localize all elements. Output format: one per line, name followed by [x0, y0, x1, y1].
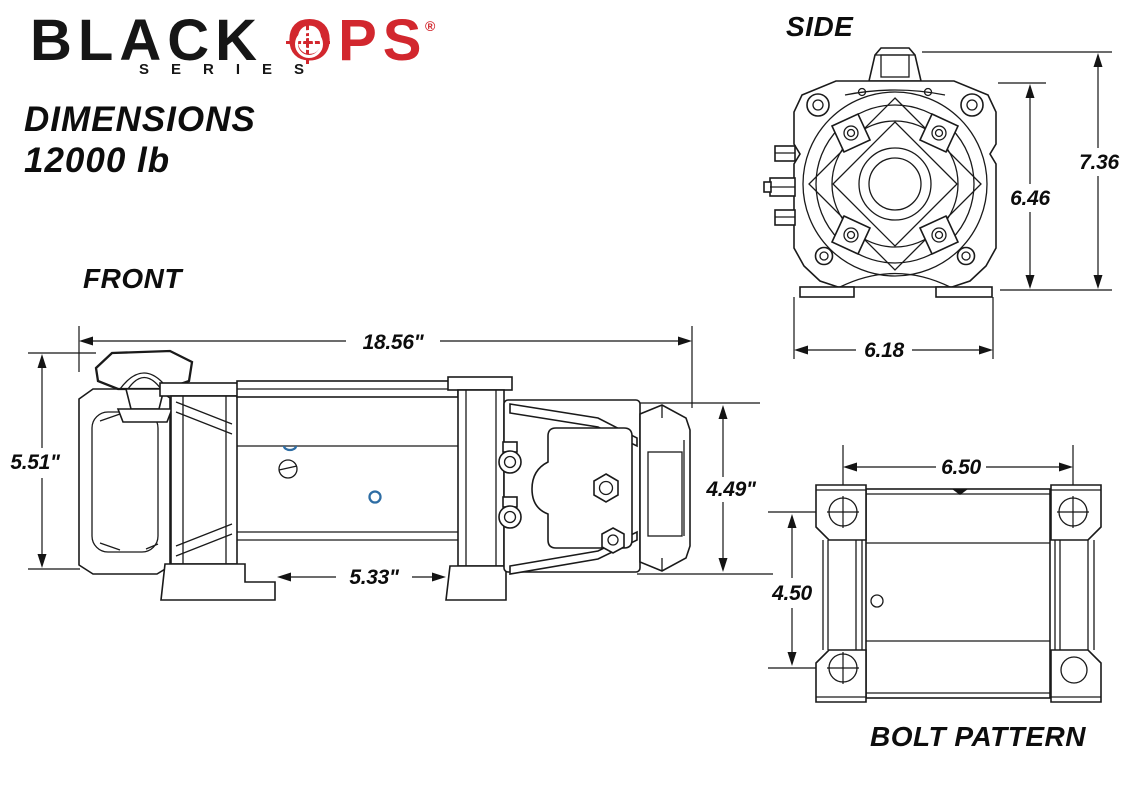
front-overall-height-text: 5.51" [10, 451, 61, 474]
page-title-line2: 12000 lb [24, 141, 171, 180]
hex-bolt [593, 473, 619, 503]
top-nut [867, 47, 923, 82]
drum [236, 380, 459, 541]
front-overall-height-dimension: 5.51" [10, 354, 61, 568]
reticle-icon [295, 30, 323, 58]
side-base-width-text: 6.18 [864, 339, 904, 362]
page-title: DIMENSIONS 12000 lb [24, 99, 256, 181]
plate-pilot-hole [870, 594, 884, 608]
drum-support-left [159, 382, 276, 601]
rope-anchor-mark [282, 445, 298, 452]
motor [498, 399, 641, 575]
bolt-pattern-label: BOLT PATTERN [870, 721, 1086, 752]
side-view-label: SIDE [786, 11, 854, 42]
page-title-line1: DIMENSIONS [24, 100, 256, 139]
x-brace [808, 97, 982, 271]
front-drum-width-dimension: 5.33" [277, 566, 446, 589]
side-overall-height-dimension: 7.36 [1079, 53, 1120, 289]
bolt-width-text: 6.50 [941, 456, 981, 479]
right-rail [1050, 484, 1102, 703]
corner-bolts [806, 93, 984, 266]
left-rail [815, 484, 867, 703]
front-overall-width-dimension: 18.56" [79, 331, 692, 354]
clutch-knob [94, 349, 194, 423]
front-motor-height-text: 4.49" [705, 478, 757, 501]
base-feet [799, 272, 993, 298]
motor-end-cap [639, 404, 691, 572]
bolt-width-dimension: 6.50 [843, 456, 1073, 479]
brand-black-text: BLACK [30, 8, 263, 73]
front-winch-art [78, 349, 691, 601]
front-view-label: FRONT [83, 263, 182, 294]
registered-mark: ® [425, 18, 436, 34]
side-body-height-text: 6.46 [1010, 187, 1050, 210]
front-view-drawing: 18.56" 5.51" 5.33" 4.49" [10, 326, 773, 601]
bolt-height-dimension: 4.50 [771, 514, 813, 666]
drum-support-right [445, 376, 513, 601]
side-housing-art [763, 47, 997, 298]
side-base-width-dimension: 6.18 [794, 339, 993, 362]
side-body-height-dimension: 6.46 [1010, 84, 1051, 289]
front-extension-lines [28, 326, 773, 575]
brand-series-text: SERIES [139, 61, 327, 78]
drum-face-circles [802, 91, 988, 277]
motor-plate [531, 427, 633, 549]
reticle-icon [301, 36, 315, 50]
drum-hole-mark [368, 490, 382, 504]
bolt-pattern-drawing: 6.50 4.50 [768, 445, 1102, 703]
side-extension-lines [793, 51, 1112, 359]
side-view-drawing: 7.36 6.46 6.18 [763, 47, 1120, 362]
left-fittings [763, 145, 796, 226]
front-motor-height-dimension: 4.49" [705, 405, 757, 572]
side-overall-height-text: 7.36 [1079, 151, 1119, 174]
mounting-plate-art [815, 484, 1102, 703]
front-overall-width-text: 18.56" [363, 331, 425, 354]
bolt-hole-bottom-right [1060, 656, 1088, 684]
hex-bolt [601, 527, 625, 554]
bolt-height-text: 4.50 [771, 582, 812, 605]
bolt-holes [827, 496, 1089, 684]
drum-set-screw [278, 459, 298, 479]
plate-body [865, 488, 1051, 699]
tie-rod-bolts [498, 441, 522, 529]
front-drum-width-text: 5.33" [349, 566, 400, 589]
